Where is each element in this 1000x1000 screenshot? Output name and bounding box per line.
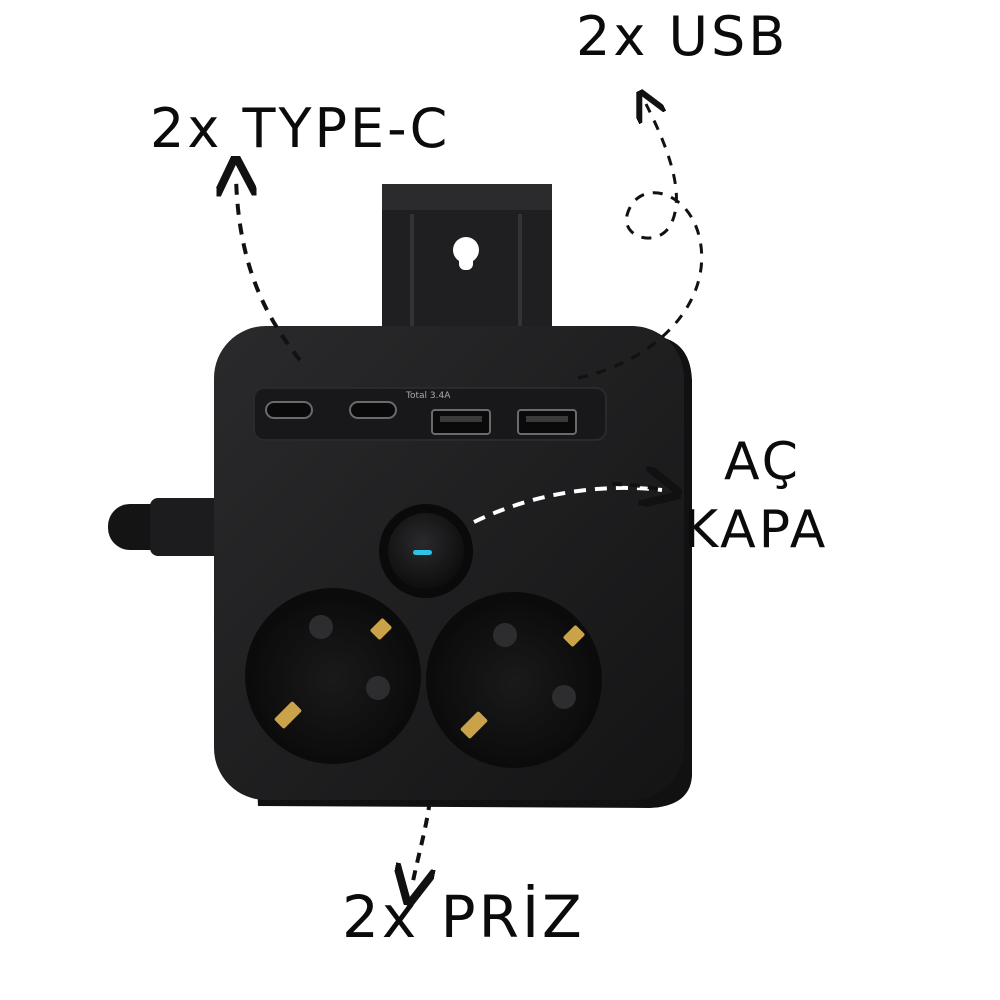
socket-left[interactable] (245, 588, 421, 764)
socket-hole (552, 685, 576, 709)
usb-port-2[interactable] (517, 409, 577, 435)
socket-hole (366, 676, 390, 700)
socket-right[interactable] (426, 592, 602, 768)
switch-label-off: KAPA (684, 500, 829, 560)
power-switch[interactable] (379, 504, 473, 598)
ground-pin (460, 711, 488, 739)
sockets-label: 2x PRİZ (342, 883, 585, 951)
switch-label-on: AÇ (724, 432, 801, 492)
power-cable (108, 498, 228, 556)
wall-bracket (382, 184, 552, 350)
power-indicator-light (413, 550, 432, 555)
socket-hole (309, 615, 333, 639)
usb-port-1[interactable] (431, 409, 491, 435)
ground-pin (563, 625, 585, 647)
port-strip-text: Total 3.4A (405, 391, 451, 401)
switch-arrow-tail (611, 484, 662, 490)
socket-hole (493, 623, 517, 647)
type-c-port-2[interactable] (349, 401, 397, 419)
keyhole-slot (453, 237, 479, 270)
ground-pin (370, 618, 392, 640)
ground-pin (274, 701, 302, 729)
usb-ports-label: 2x USB (576, 5, 789, 68)
sockets-arrow (412, 799, 430, 886)
type-c-ports-label: 2x TYPE-C (150, 97, 451, 160)
type-c-arrow (236, 176, 302, 362)
type-c-port-1[interactable] (265, 401, 313, 419)
port-strip: Total 3.4A (253, 387, 607, 441)
